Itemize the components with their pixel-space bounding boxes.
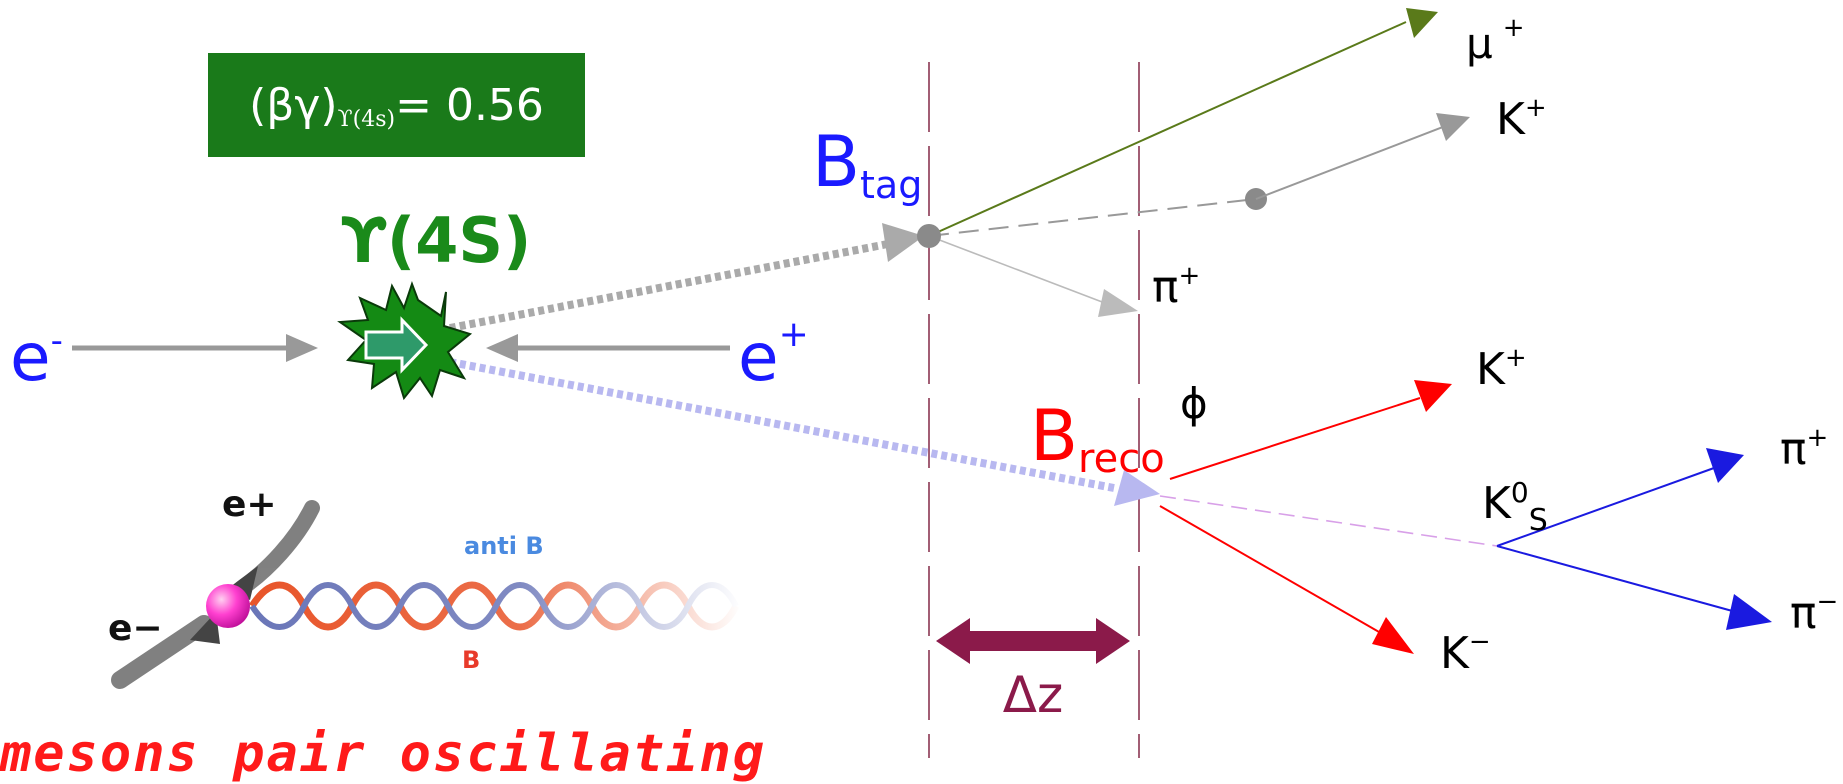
upsilon-label: ϒ(4S) [341,204,532,277]
electron-beam-label: e- [10,319,63,396]
mu-plus-label: μ+ [1466,13,1525,68]
boost-subscript: ϒ(4s) [338,107,396,132]
boost-factor-box: (βγ)ϒ(4s) = 0.56 [208,53,585,157]
k0s-track [1160,496,1497,546]
b-reco-label: Breco [1030,395,1165,482]
b-tag-flight-arrowhead [882,223,924,262]
k-plus-reco-arrowhead [1414,380,1452,412]
inset-e-minus-label: e− [108,608,163,649]
k0s-label: K0S [1482,476,1548,538]
collision-point-ball [206,584,250,628]
inset-b-label: B [462,646,480,674]
pi-plus-reco-label: π+ [1780,423,1828,475]
pi-minus-label: π− [1790,587,1838,639]
b-tag-label: Btag [812,121,922,207]
positron-beam-label: e+ [738,314,809,396]
meson-pair-inset [120,508,742,680]
k-plus-tag-arrowhead [1436,113,1470,141]
delta-z-double-arrow [936,618,1130,664]
k-plus-reco-label: K+ [1476,343,1527,395]
pi-minus-arrowhead [1726,594,1772,630]
inset-e-plus-label: e+ [222,484,277,525]
positron-beam-arrowhead [486,334,518,362]
k-plus-tag-track [1256,125,1448,199]
k-minus-label: K− [1440,627,1491,679]
pi-plus-reco-arrowhead [1706,448,1744,483]
k-plus-tag-label: K+ [1496,93,1547,145]
k-minus-track [1160,506,1386,636]
pi-plus-tag-track [929,236,1110,305]
pi-plus-tag-label: π+ [1152,261,1200,313]
physics-diagram: ϒ(4S) e- e+ Btag Breco μ+ K+ π+ ϕ K+ K− … [0,0,1843,758]
mu-plus-arrowhead [1406,8,1438,38]
helix-fade-overlay [252,568,742,648]
mu-plus-track [929,22,1406,236]
boost-value: = 0.56 [395,80,544,131]
k-plus-tag-track-dashed [929,199,1256,236]
caption-text: mesons pair oscillating [0,728,766,780]
pi-minus-track [1497,546,1736,612]
k-minus-arrowhead [1372,617,1414,654]
boost-prefix: (βγ) [249,80,337,131]
pi-plus-tag-arrowhead [1098,289,1138,317]
inset-anti-b-label: anti B [464,532,544,560]
b-reco-flight-path [450,362,1114,488]
phi-label: ϕ [1180,379,1208,428]
delta-z-label: Δz [1003,666,1063,724]
electron-beam-arrowhead [286,334,318,362]
b-tag-decay-vertex [917,224,941,248]
